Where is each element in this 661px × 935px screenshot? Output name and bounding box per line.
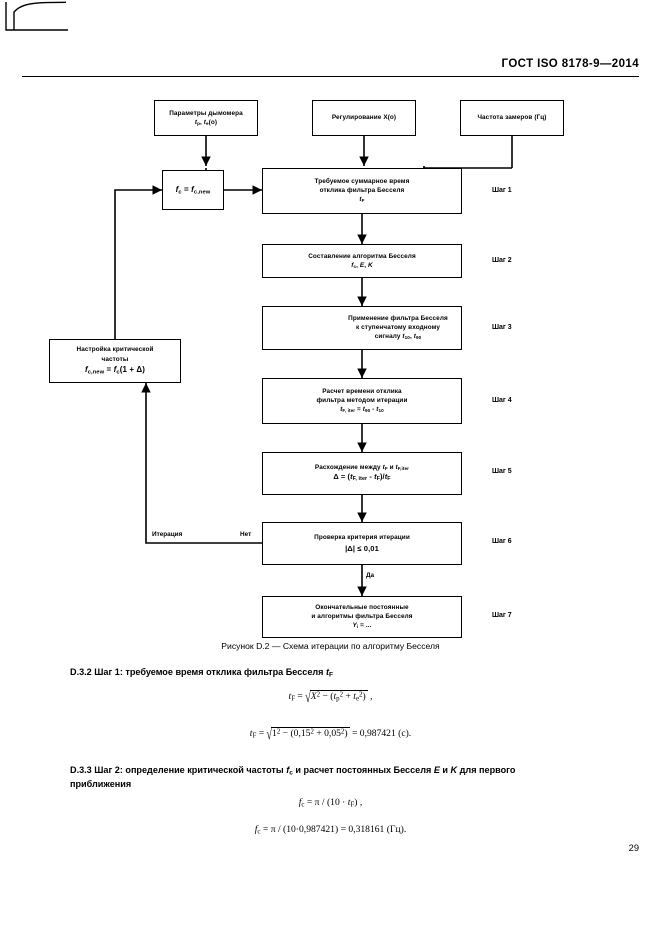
tuning-formula: fc,new = fc(1 + Δ) xyxy=(84,364,146,376)
flowchart-connector-lines xyxy=(114,136,513,596)
step-6-line1: Проверка критерия итерации xyxy=(314,534,410,542)
step-5-box: Расхождение между tF и tF,iter Δ = (tF, … xyxy=(262,452,462,495)
formula-fc-numeric: fc = π / (10·0,987421) = 0,318161 (Гц). xyxy=(254,824,407,836)
step-4-formula: tF, iter = t90 - t10 xyxy=(340,406,384,414)
input-label-line1: Параметры дымомера xyxy=(169,109,243,117)
input-label-line1: Регулирование X(o) xyxy=(331,114,397,122)
step-7-line1: Окончательные постоянные xyxy=(315,603,409,611)
tuning-line1: Настройка критической xyxy=(76,346,154,354)
edge-label-no: Нет xyxy=(240,531,252,538)
section-heading-d-3-2-text: D.3.2 Шаг 1: требуемое время отклика фил… xyxy=(70,667,334,679)
step-3-line2: к ступенчатому входному xyxy=(355,324,441,332)
edge-label-iteration: Итерация xyxy=(152,531,183,538)
step-7-label: Шаг 7 xyxy=(492,612,512,619)
input-label-line2: tp, te(o) xyxy=(194,118,218,126)
step-1-line2: отклика фильтра Бесселя xyxy=(319,187,405,195)
step-4-line2: фильтра методом итерации xyxy=(316,397,408,405)
step-4-line1: Расчет времени отклика xyxy=(322,387,402,395)
step-3-line3: сигналу t10, t90 xyxy=(374,333,422,341)
step-2-box: Составление алгоритма Бесселя fc, E, K xyxy=(262,244,462,278)
page-number: 29 xyxy=(628,843,639,853)
edge-label-yes: Да xyxy=(366,572,375,579)
step-2-formula: fc, E, K xyxy=(351,261,373,269)
input-box-regulation: Регулирование X(o) xyxy=(312,100,416,136)
input-box-sampling-frequency: Частота замеров (Гц) xyxy=(460,100,564,136)
step-7-formula: Yi = ... xyxy=(352,622,372,630)
step-5-label: Шаг 5 xyxy=(492,468,512,475)
step-1-formula: tF xyxy=(359,196,365,204)
step-6-criterion: |Δ| ≤ 0,01 xyxy=(345,543,379,553)
step-4-label: Шаг 4 xyxy=(492,397,512,404)
step-1-label: Шаг 1 xyxy=(492,187,512,194)
step-7-box: Окончательные постоянные и алгоритмы фил… xyxy=(262,596,462,638)
header-divider xyxy=(22,76,639,77)
step-response-curve-icon xyxy=(5,1,68,31)
figure-caption: Рисунок D.2 — Схема итерации по алгоритм… xyxy=(221,641,440,651)
section-heading-d-3-2: D.3.2 Шаг 1: требуемое время отклика фил… xyxy=(70,666,333,680)
step-7-line2: и алгоритмы фильтра Бесселя xyxy=(311,613,413,621)
section-heading-d-3-3: D.3.3 Шаг 2: определение критической час… xyxy=(70,764,570,791)
step-3-line1: Применение фильтра Бесселя xyxy=(348,314,448,322)
formula-tf-symbolic: tF = √X2 − (tp2 + te2) , xyxy=(288,689,373,707)
step-1-box: Требуемое суммарное время отклика фильтр… xyxy=(262,168,462,214)
formula-tf-numeric: tF = √12 − (0,152 + 0,052) = 0,987421 (с… xyxy=(249,726,412,744)
figure-d2-flowchart: Параметры дымомера tp, te(o) Регулирован… xyxy=(5,1,564,638)
step-6-label: Шаг 6 xyxy=(492,538,512,545)
step-3-box: Применение фильтра Бесселя к ступенчатом… xyxy=(262,306,462,350)
input-label-line1: Частота замеров (Гц) xyxy=(477,114,547,122)
step-6-box: Проверка критерия итерации |Δ| ≤ 0,01 xyxy=(262,522,462,565)
step-3-label: Шаг 3 xyxy=(492,324,512,331)
step-1-line1: Требуемое суммарное время xyxy=(314,177,410,185)
formula-fc-symbolic: fc = π / (10 · tF) , xyxy=(298,797,363,809)
tuning-line2: частоты xyxy=(101,355,129,363)
section-heading-d-3-3-text: D.3.3 Шаг 2: определение критической час… xyxy=(70,765,516,789)
feedback-box-critical-frequency: fc = fc,new xyxy=(162,170,224,210)
page-header-standard-number: ГОСТ ISO 8178-9—2014 xyxy=(501,58,639,70)
step-5-line1: Расхождение между tF и tF,iter xyxy=(314,463,410,471)
step-5-formula: Δ = (tF, iter - tF)/tF xyxy=(333,472,391,483)
feedback-formula: fc = fc,new xyxy=(175,184,211,195)
tuning-box-critical-frequency: Настройка критической частоты fc,new = f… xyxy=(49,339,181,383)
step-2-line1: Составление алгоритма Бесселя xyxy=(308,252,416,260)
step-2-label: Шаг 2 xyxy=(492,257,512,264)
input-box-smokemeter-parameters: Параметры дымомера tp, te(o) xyxy=(154,100,258,136)
step-4-box: Расчет времени отклика фильтра методом и… xyxy=(262,378,462,424)
